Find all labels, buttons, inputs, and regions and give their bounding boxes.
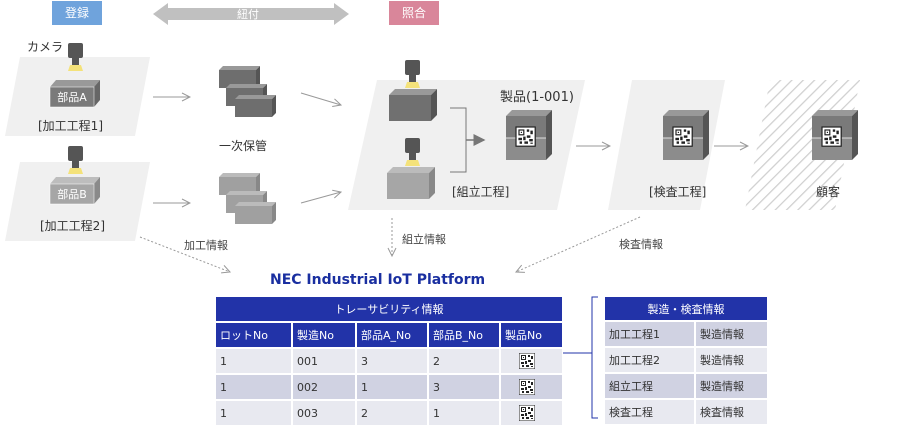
cell-mfg: 001 — [291, 347, 356, 374]
cell-lot: 1 — [216, 347, 292, 374]
assembly-info-label: 組立情報 — [402, 233, 446, 246]
cell-info: 検査情報 — [694, 398, 767, 424]
manufacturing-table: 製造・検査情報 加工工程1 製造情報 加工工程2 製造情報 組立工程 製造情報 … — [605, 297, 767, 424]
processing-info-label: 加工情報 — [184, 239, 228, 252]
column-header: 製品No — [499, 321, 562, 348]
table-row: 1 001 3 2 — [216, 347, 562, 374]
storage-label: 一次保管 — [219, 139, 268, 153]
cell-part-b: 2 — [427, 347, 500, 374]
product-label: 製品(1-001) — [500, 90, 574, 105]
qr-code-icon — [519, 405, 535, 421]
assembly-label: [組立工程] — [452, 185, 510, 199]
traceability-table: トレーサビリティ情報 ロットNo 製造No 部品A_No 部品B_No 製品No… — [216, 297, 562, 425]
table-row: 組立工程 製造情報 — [605, 372, 767, 399]
table-row: 加工工程1 製造情報 — [605, 320, 767, 347]
qr-code-icon — [519, 379, 535, 395]
cell-mfg: 002 — [291, 373, 356, 400]
camera-icon — [405, 138, 420, 166]
platform-title: NEC Industrial IoT Platform — [270, 272, 486, 288]
part-a-label: 部品A — [57, 91, 87, 104]
assembly-bracket — [450, 107, 486, 173]
verify-phase-tag: 照合 — [389, 1, 439, 25]
link-phase-label: 紐付 — [237, 8, 259, 21]
column-header: 製造No — [291, 321, 356, 348]
cell-process: 加工工程1 — [605, 320, 695, 347]
flow-arrow — [300, 192, 341, 204]
inspection-label: [検査工程] — [649, 185, 707, 199]
cell-part-a: 1 — [355, 373, 428, 400]
part-b-box — [49, 177, 100, 205]
storage-stack-a — [219, 66, 276, 117]
assembly-part-b-box — [387, 167, 435, 199]
cell-mfg: 003 — [291, 399, 356, 425]
process1-label: [加工工程1] — [38, 119, 103, 133]
inspection-info-label: 検査情報 — [619, 238, 663, 251]
table-row: 1 003 2 1 — [216, 399, 562, 425]
cell-part-a: 3 — [355, 347, 428, 374]
camera-icon — [68, 146, 83, 174]
table-row: 検査工程 検査情報 — [605, 398, 767, 424]
customer-label: 顧客 — [816, 185, 841, 199]
cell-product — [499, 399, 562, 425]
storage-stack-b — [219, 173, 276, 224]
cell-product — [499, 373, 562, 400]
assembly-part-a-box — [389, 89, 437, 121]
column-header: 部品A_No — [355, 321, 428, 348]
cell-process: 組立工程 — [605, 372, 695, 399]
qr-code-icon — [519, 353, 535, 369]
column-header: ロットNo — [216, 321, 292, 348]
cell-info: 製造情報 — [694, 320, 767, 347]
cell-info: 製造情報 — [694, 346, 767, 373]
cell-part-b: 1 — [427, 399, 500, 425]
processing-info-arrow — [139, 236, 230, 272]
part-a-box — [49, 80, 100, 108]
table-connector — [563, 296, 598, 419]
flow-arrow — [300, 92, 341, 105]
cell-process: 検査工程 — [605, 398, 695, 424]
cell-lot: 1 — [216, 373, 292, 400]
cell-part-b: 3 — [427, 373, 500, 400]
cell-product — [499, 347, 562, 374]
cell-process: 加工工程2 — [605, 346, 695, 373]
camera-label: カメラ — [27, 40, 64, 54]
link-double-arrow — [153, 3, 349, 25]
cell-lot: 1 — [216, 399, 292, 425]
manufacturing-caption: 製造・検査情報 — [605, 297, 767, 321]
process2-label: [加工工程2] — [40, 219, 105, 233]
camera-icon — [405, 60, 420, 88]
product-box — [663, 110, 709, 160]
cell-part-a: 2 — [355, 399, 428, 425]
register-phase-tag: 登録 — [52, 1, 102, 25]
inspection-info-arrow — [516, 216, 641, 272]
cell-info: 製造情報 — [694, 372, 767, 399]
column-header: 部品B_No — [427, 321, 500, 348]
part-b-label: 部品B — [57, 188, 87, 201]
traceability-caption: トレーサビリティ情報 — [216, 297, 562, 322]
camera-icon — [68, 43, 83, 71]
product-box — [506, 110, 552, 160]
product-box — [812, 110, 858, 160]
table-row: 加工工程2 製造情報 — [605, 346, 767, 373]
table-row: 1 002 1 3 — [216, 373, 562, 400]
